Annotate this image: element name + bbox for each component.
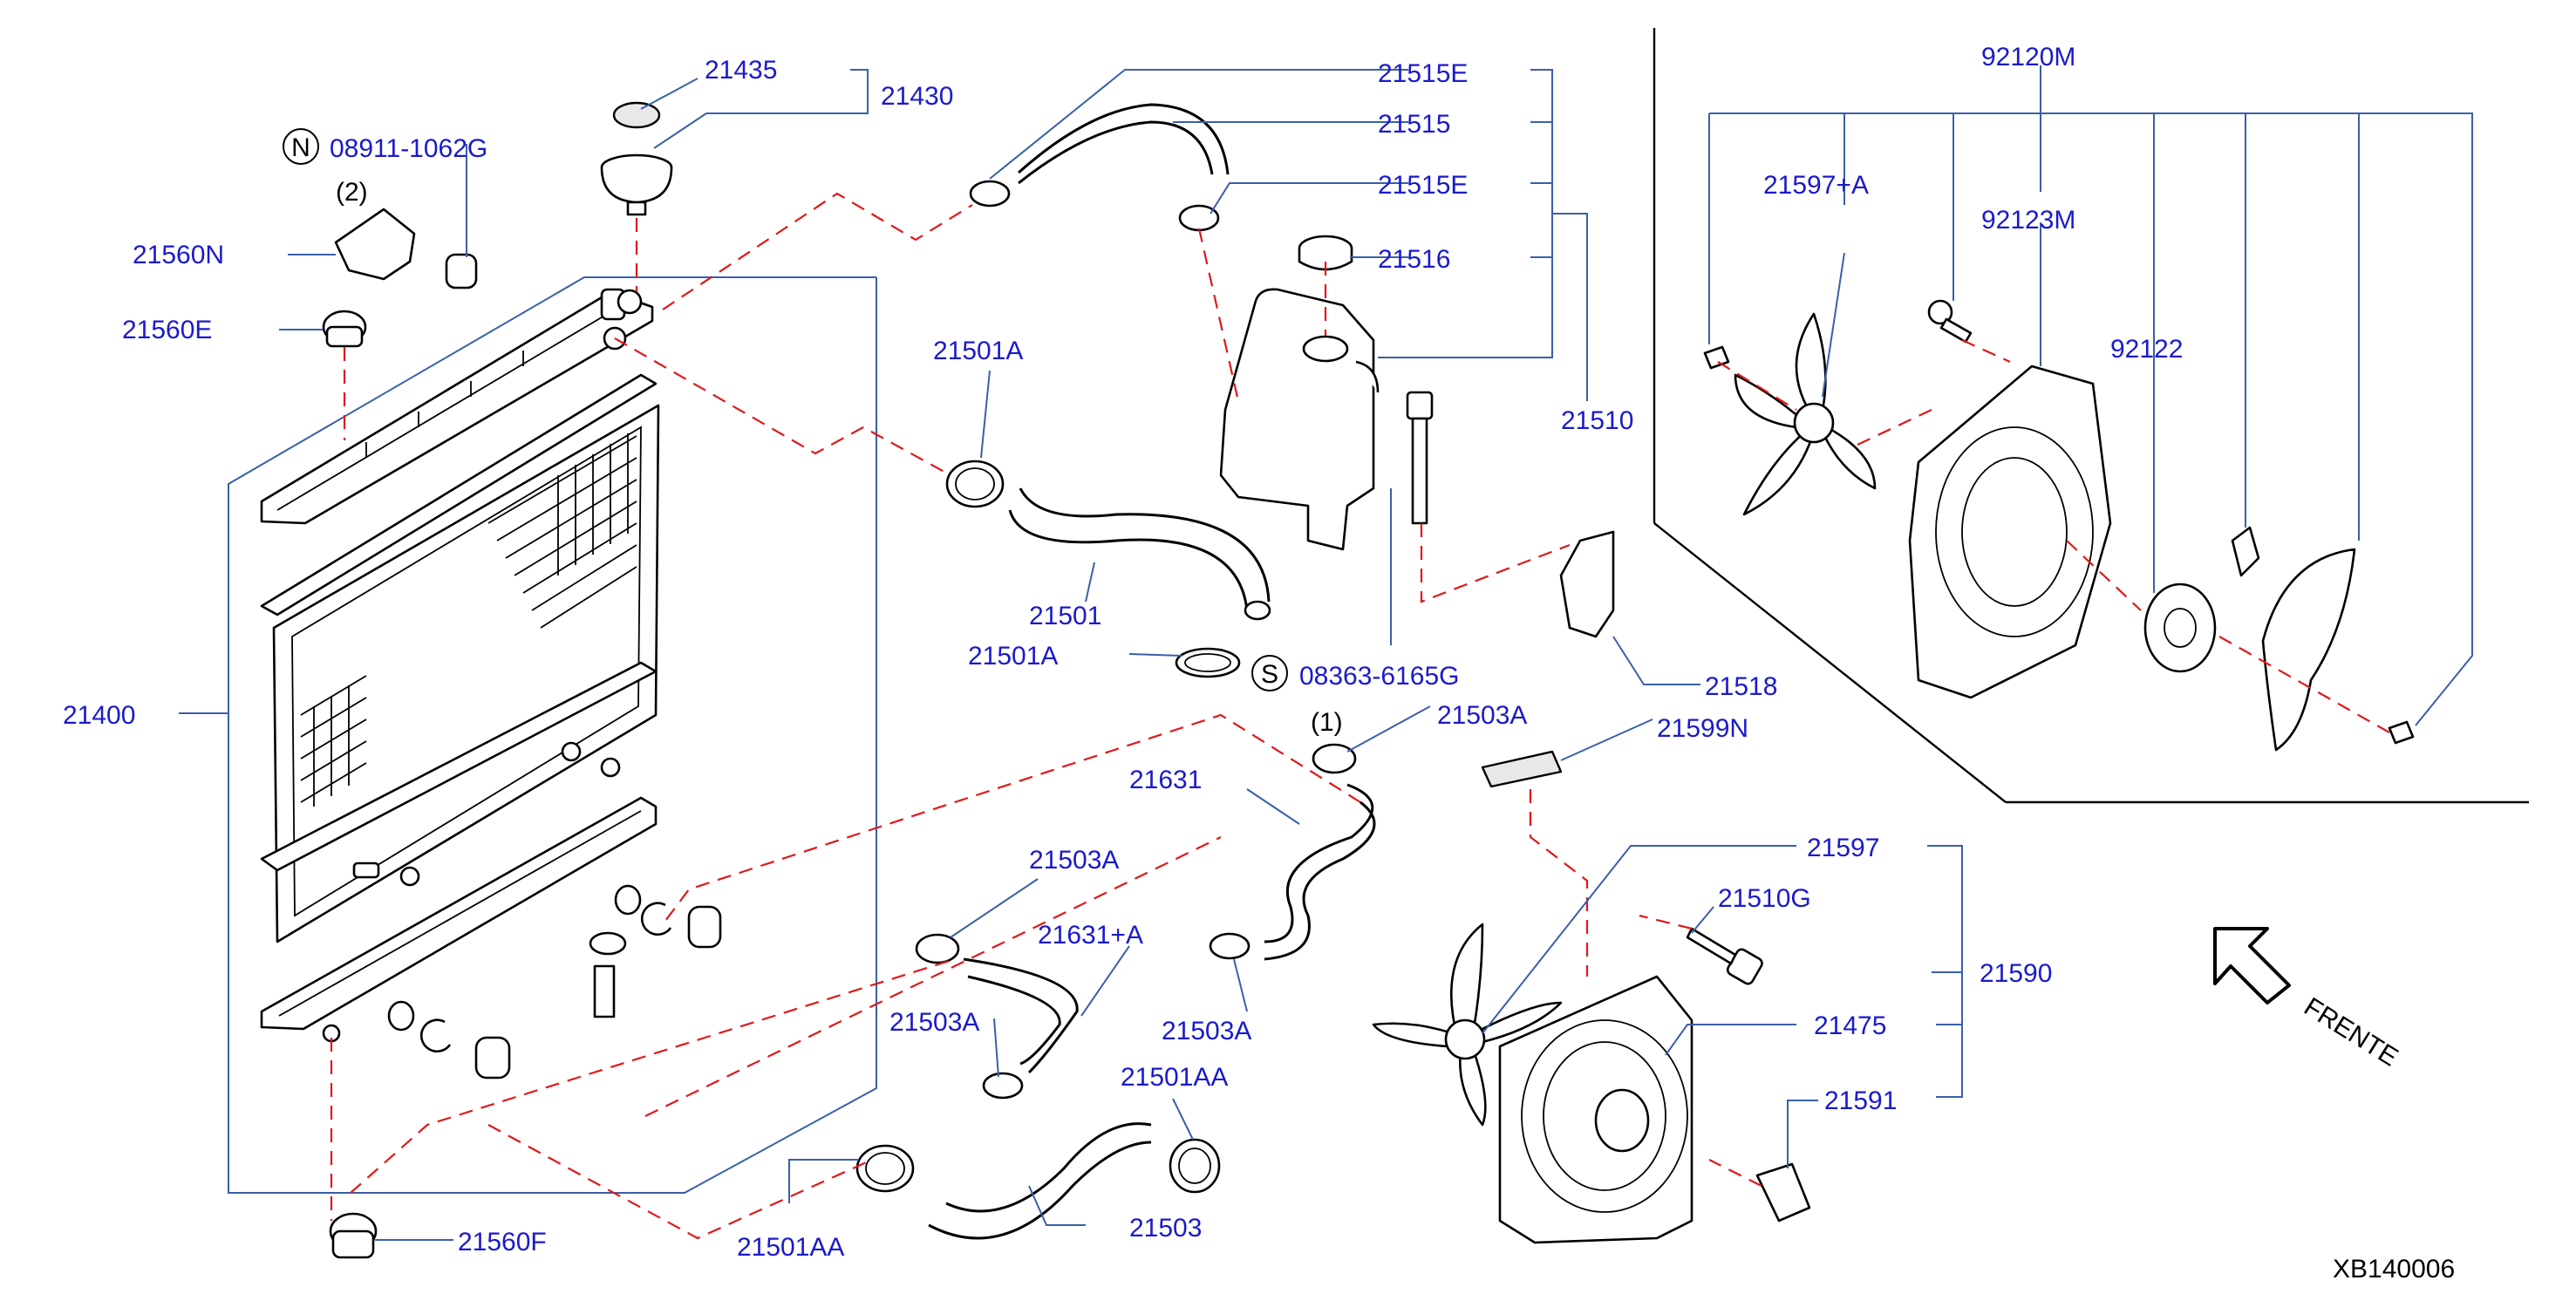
- part-label-21515e-top: 21515E: [1378, 59, 1468, 88]
- clamp-21503A-right: [1209, 932, 1251, 960]
- assembly-dashed-lines: [330, 192, 2390, 1240]
- hose-clamp-upper: [945, 460, 1005, 508]
- part-label-21597: 21597: [1807, 834, 1879, 862]
- s-mark-symbol: S: [1251, 655, 1288, 691]
- radiator-assembly-outline: [228, 276, 877, 1194]
- bolt-08363: [1406, 391, 1434, 525]
- part-label-21501a-bottom: 21501A: [968, 642, 1058, 671]
- part-label-21518: 21518: [1705, 672, 1777, 701]
- part-label-21560n: 21560N: [133, 241, 224, 269]
- inset-fan-shroud: [1908, 364, 2112, 699]
- part-label-21430: 21430: [881, 82, 953, 111]
- reservoir-cap: [1298, 235, 1353, 271]
- radiator-cap: [600, 153, 673, 216]
- inset-screw-top: [1927, 299, 1973, 344]
- fan-motor-screw: [1686, 927, 1763, 985]
- part-label-21515: 21515: [1378, 110, 1450, 139]
- lower-hose-21503: [928, 1122, 1152, 1240]
- part-label-21510: 21510: [1561, 406, 1633, 435]
- part-label-21560e: 21560E: [122, 316, 212, 344]
- hose-clamp-upper-lower: [1175, 647, 1241, 678]
- part-label-21591: 21591: [1824, 1086, 1897, 1115]
- part-label-92120m: 92120M: [1981, 43, 2075, 72]
- part-label-21510g: 21510G: [1718, 884, 1811, 913]
- s-mark-letter: S: [1261, 660, 1278, 689]
- part-label-21501aa-right: 21501AA: [1121, 1063, 1228, 1092]
- clamp-21503A-mid: [982, 1072, 1024, 1100]
- lower-hose-21631: [1264, 783, 1376, 961]
- part-label-21503a-top: 21503A: [1437, 701, 1527, 730]
- n-mark-symbol: N: [283, 128, 319, 165]
- part-label-21501aa-left: 21501AA: [737, 1233, 844, 1262]
- part-label-21590: 21590: [1980, 959, 2052, 988]
- part-label-08911-1062g: 08911-1062G: [330, 134, 487, 163]
- part-label-21400: 21400: [63, 701, 135, 730]
- part-label-21631: 21631: [1129, 766, 1202, 794]
- direction-label: FRENTE: [2299, 992, 2402, 1073]
- overflow-hose-21515: [969, 103, 1230, 232]
- hose-21631A: [963, 957, 1079, 1074]
- part-label-21599n: 21599N: [1657, 714, 1748, 743]
- front-direction-arrow-icon: [2213, 927, 2291, 1005]
- clamp-21503A-left: [915, 933, 960, 964]
- fan-blade-21597: [1372, 923, 1563, 1127]
- inset-fan-motor: [2143, 582, 2217, 673]
- part-label-21503a-right: 21503A: [1162, 1017, 1251, 1045]
- diagram-code: XB140006: [2333, 1255, 2455, 1284]
- part-label-21560f: 21560F: [458, 1228, 547, 1257]
- upper-mount-bracket: [334, 208, 478, 289]
- inset-nut-left: [1703, 345, 1730, 370]
- part-label-21597-a: 21597+A: [1763, 171, 1869, 200]
- bracket-21518: [1559, 530, 1615, 638]
- quantity-1: (1): [1311, 708, 1343, 737]
- radiator-core: [260, 373, 660, 943]
- clamp-21501AA-left: [855, 1144, 915, 1193]
- fan-connector-21591: [1755, 1162, 1811, 1222]
- part-label-21516: 21516: [1378, 245, 1450, 274]
- upper-mount-bushing: [322, 310, 367, 348]
- lower-mount-bushing: [329, 1212, 378, 1259]
- part-labels: 21435 21430 08911-1062G 21560N 21560E 21…: [63, 43, 2183, 1262]
- fan-shroud-21475: [1498, 975, 1693, 1244]
- part-label-21435: 21435: [705, 56, 777, 85]
- inset-fan-guard: [2261, 548, 2356, 752]
- part-label-21515e-bottom: 21515E: [1378, 171, 1468, 200]
- part-label-21503: 21503: [1129, 1214, 1202, 1243]
- cap-seal-disc: [612, 101, 661, 129]
- fan-detail-inset-frame: [1653, 28, 2529, 804]
- part-label-21501a-top: 21501A: [933, 337, 1023, 365]
- reservoir-tank: [1219, 288, 1380, 551]
- drain-fittings: [387, 884, 722, 1079]
- leader-lines: [179, 65, 2473, 1241]
- part-label-21631-a: 21631+A: [1038, 921, 1143, 950]
- part-label-92123m: 92123M: [1981, 206, 2075, 235]
- clamp-21501AA-right: [1169, 1138, 1221, 1194]
- part-label-21475: 21475: [1814, 1011, 1886, 1040]
- upper-hose-21501: [1008, 487, 1271, 621]
- label-21599N-tag: [1481, 750, 1563, 788]
- radiator-lower-tank: [260, 741, 658, 1043]
- part-label-21503a-mid: 21503A: [889, 1008, 979, 1037]
- part-label-08363-6165g: 08363-6165G: [1299, 662, 1460, 691]
- clamp-21503A-top: [1312, 743, 1357, 774]
- n-mark-letter: N: [291, 133, 310, 162]
- part-label-92122: 92122: [2110, 335, 2183, 364]
- quantity-2: (2): [336, 178, 368, 207]
- inset-motor-bracket: [2231, 526, 2260, 577]
- inset-nut-right: [2388, 720, 2415, 745]
- inset-fan-blade: [1734, 312, 1877, 516]
- part-label-21501: 21501: [1029, 602, 1101, 630]
- radiator-upper-tank: [260, 288, 654, 525]
- part-label-21503a-left: 21503A: [1029, 846, 1119, 875]
